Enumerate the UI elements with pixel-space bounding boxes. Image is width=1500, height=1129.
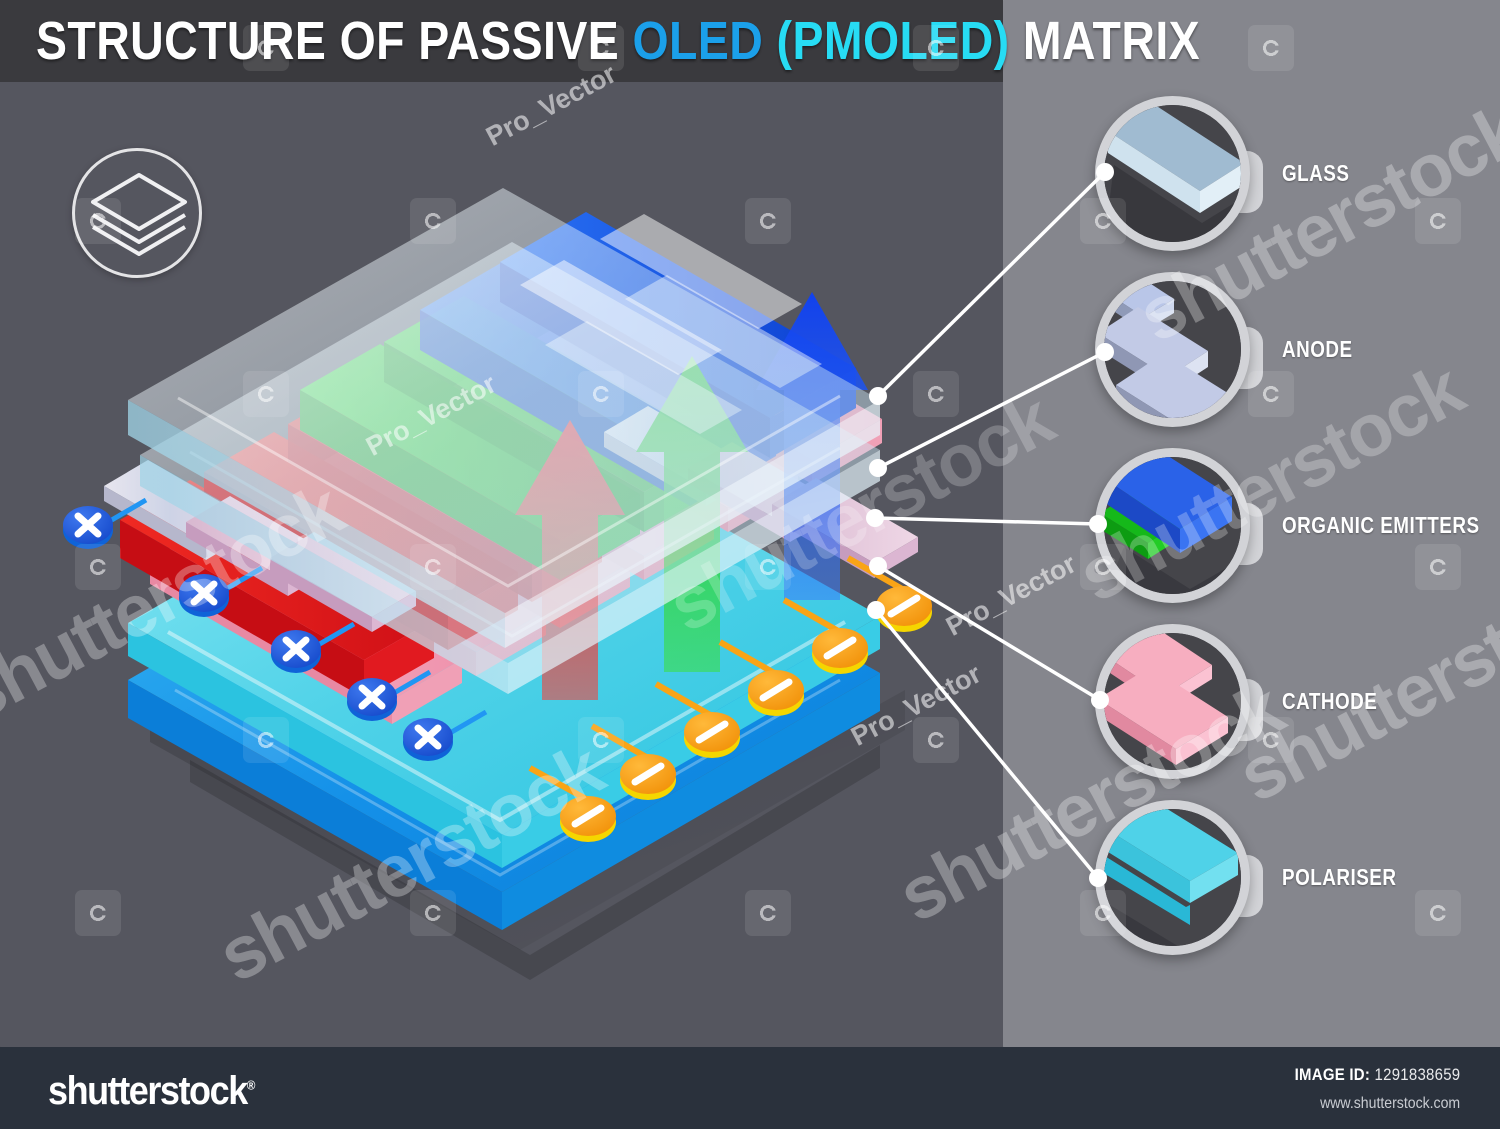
electron-marker [782,597,868,674]
shutterstock-logo-text: shutterstock [48,1069,248,1113]
hole-charge-markers [63,497,488,761]
legend-icon-glass [1095,96,1263,251]
footer-bar: shutterstock® IMAGE ID: 1291838659 www.s… [0,1047,1500,1129]
layers-stack-icon [72,148,202,278]
electron-marker [654,681,740,758]
electron-marker [718,639,804,716]
image-id: IMAGE ID: 1291838659 [1294,1065,1460,1085]
legend-item-anode[interactable]: ANODE [1095,272,1368,427]
title-text-pmoled: (PMOLED) [763,11,1010,71]
legend-item-cathode[interactable]: CATHODE [1095,624,1398,779]
legend-label-glass: GLASS [1282,160,1350,186]
layer-glass-top [128,188,880,648]
hole-marker [179,565,264,617]
image-id-value: 1291838659 [1374,1065,1460,1084]
title-text-part1: STRUCTURE OF PASSIVE [36,11,633,71]
hole-marker [347,669,432,721]
title-text-oled: OLED [632,11,764,71]
title-bar: STRUCTURE OF PASSIVE OLED (PMOLED) MATRI… [0,0,1200,82]
legend-label-organic-emitters: ORGANIC EMITTERS [1282,512,1480,538]
legend-item-glass[interactable]: GLASS [1095,96,1364,251]
legend-list: GLASS [1085,0,1500,1047]
image-id-label: IMAGE ID: [1294,1065,1370,1084]
title-text-part2: MATRIX [1009,11,1201,71]
shutterstock-logo[interactable]: shutterstock® [48,1069,255,1114]
legend-label-cathode: CATHODE [1282,688,1378,714]
electron-marker [590,723,676,800]
legend-icon-anode [1095,272,1263,427]
legend-icon-polariser [1095,800,1263,955]
electron-marker [528,765,616,842]
hole-marker [271,621,356,673]
legend-icon-organic-emitters [1095,448,1263,603]
electron-charge-markers [528,555,932,842]
oled-stack-diagram [63,188,932,980]
stack-ground-shadow [150,690,905,980]
hole-marker [403,709,488,761]
page-title: STRUCTURE OF PASSIVE OLED (PMOLED) MATRI… [36,14,1200,68]
website-url[interactable]: www.shutterstock.com [1319,1095,1460,1112]
legend-icon-cathode [1095,624,1263,779]
legend-label-anode: ANODE [1282,336,1353,362]
registered-mark: ® [246,1077,256,1093]
legend-item-organic-emitters[interactable]: ORGANIC EMITTERS [1095,448,1500,603]
legend-item-polariser[interactable]: POLARISER [1095,800,1422,955]
legend-label-polariser: POLARISER [1282,864,1397,890]
hole-marker [63,497,148,549]
